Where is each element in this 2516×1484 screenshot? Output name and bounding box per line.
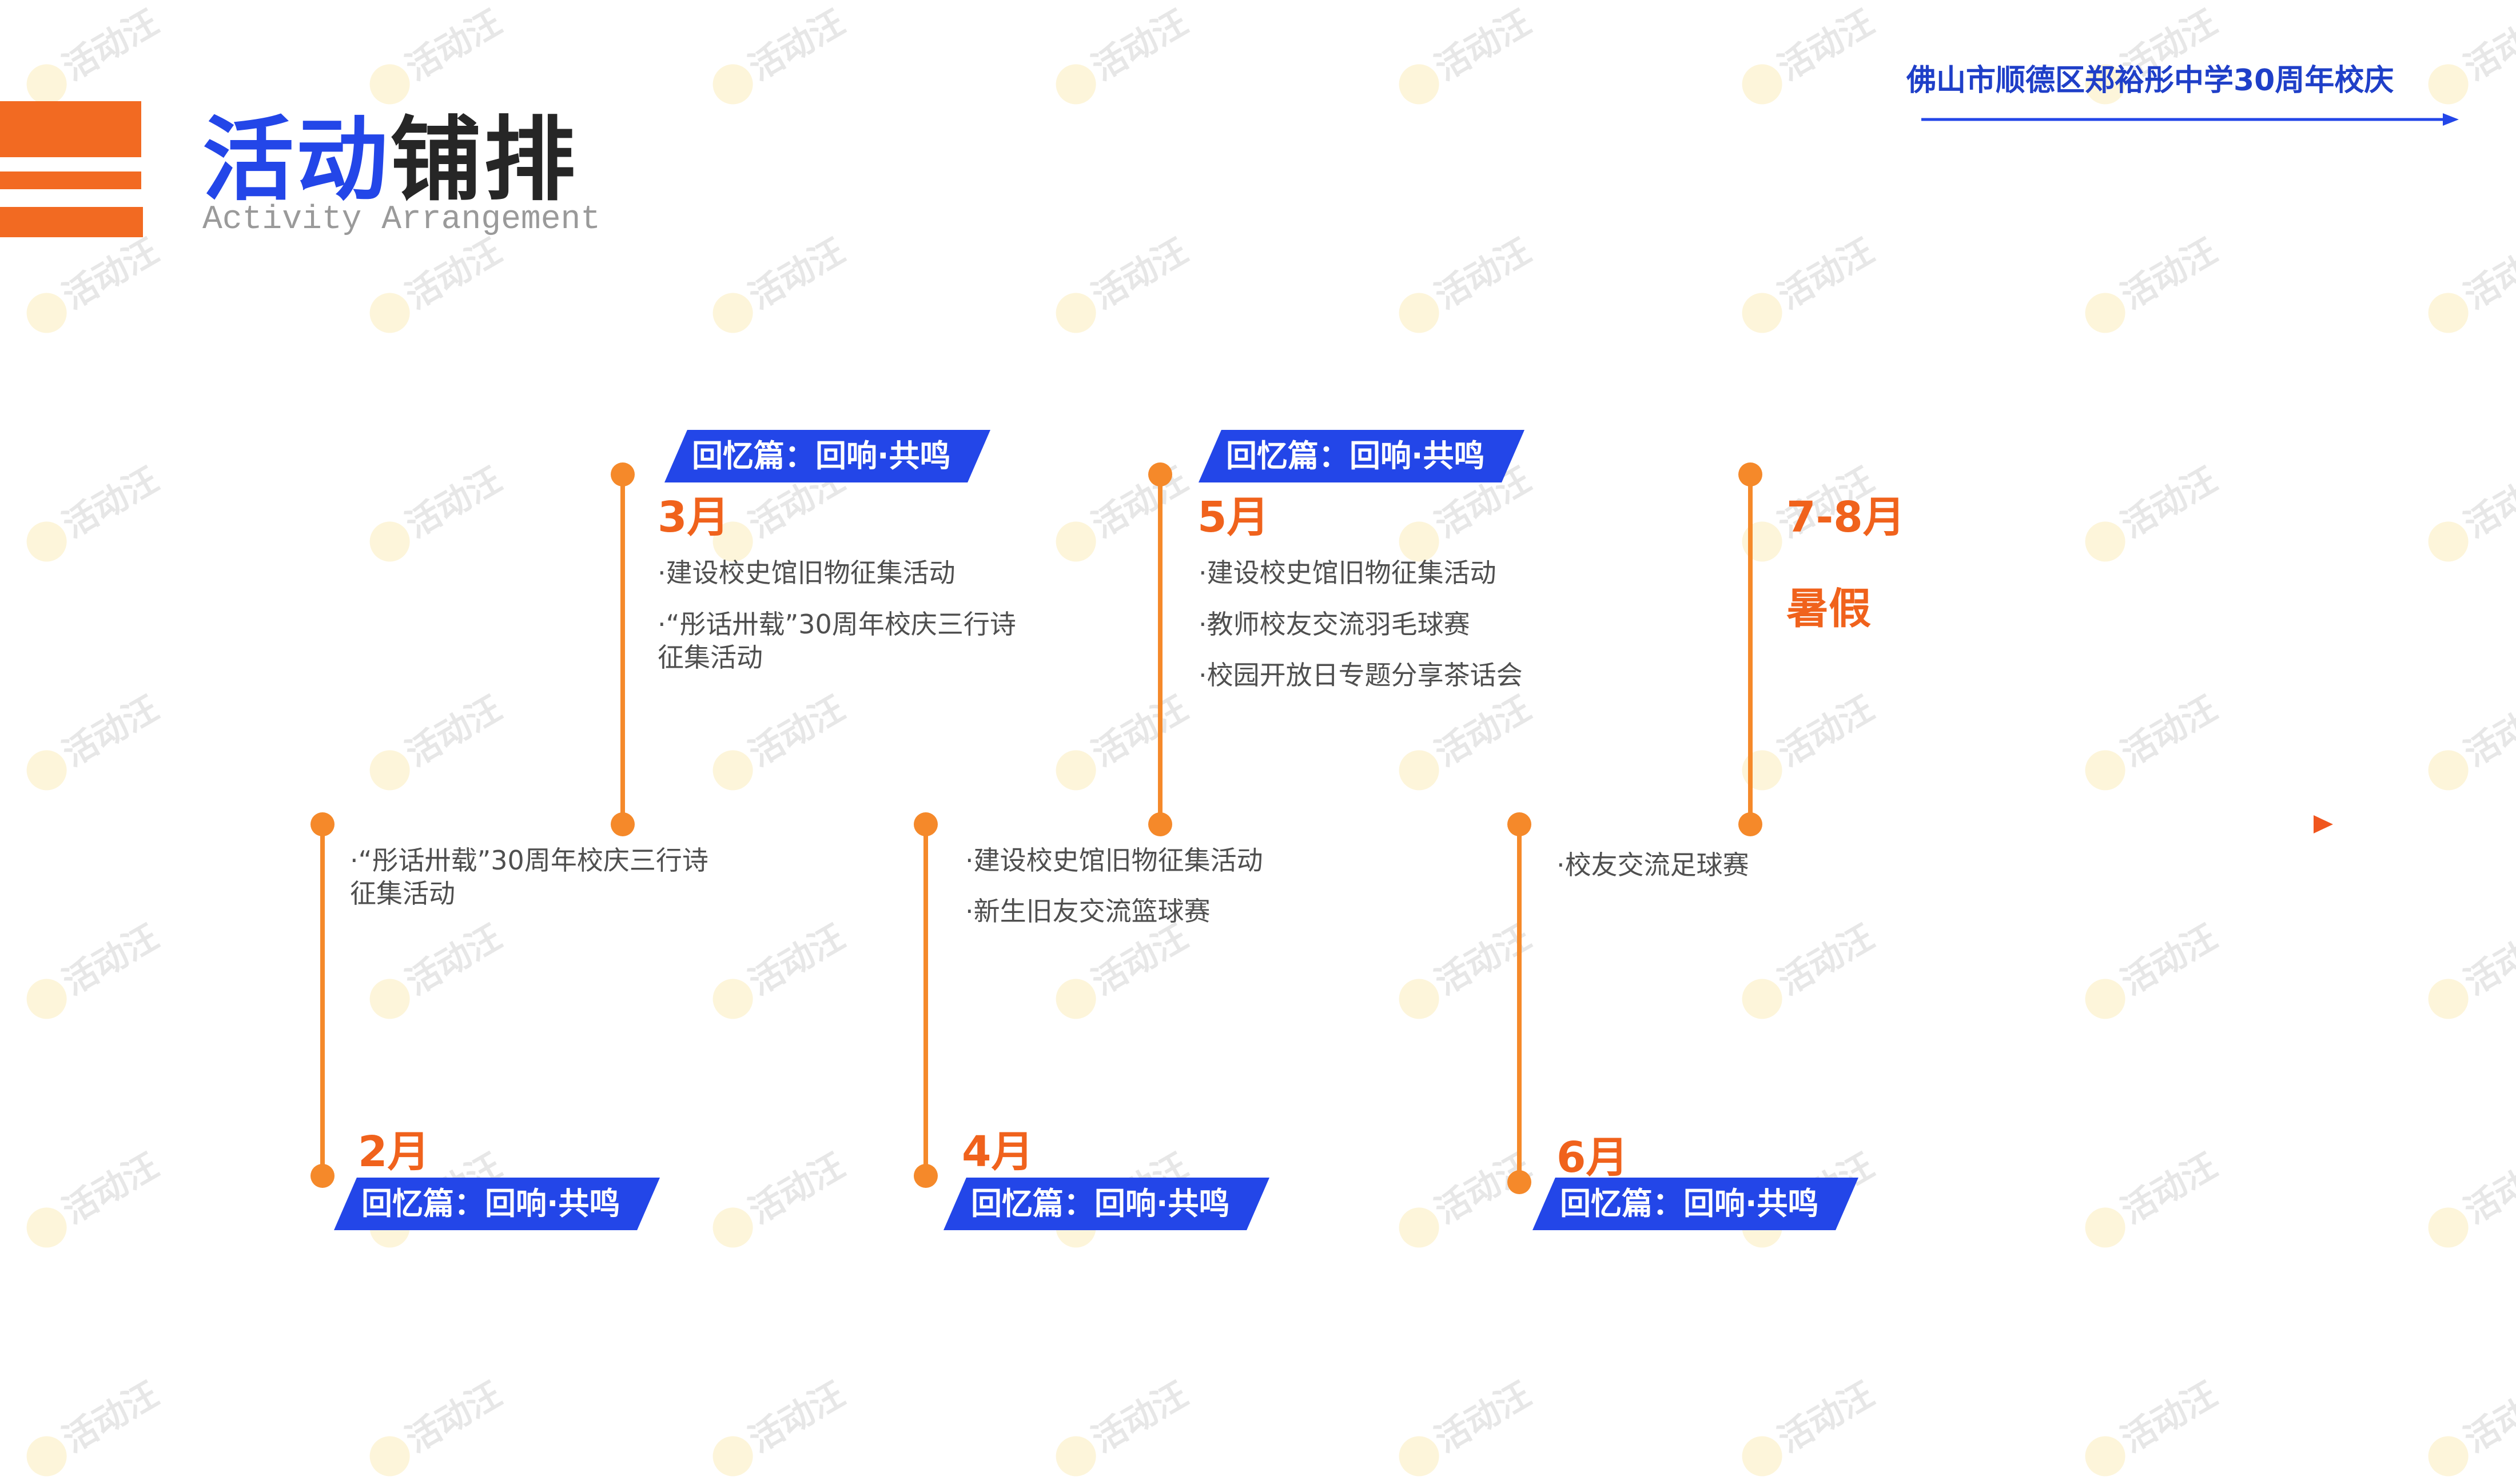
watermark: 活动汪 bbox=[2416, 0, 2516, 112]
watermark: 活动汪 bbox=[1730, 1367, 1881, 1484]
watermark: 活动汪 bbox=[357, 681, 509, 798]
connector-end-node bbox=[914, 1164, 938, 1188]
connector-6 bbox=[1517, 824, 1522, 1182]
watermark: 活动汪 bbox=[14, 1139, 166, 1255]
watermark: 活动汪 bbox=[700, 0, 852, 112]
watermark: 活动汪 bbox=[700, 1139, 852, 1255]
watermark: 活动汪 bbox=[14, 224, 166, 341]
watermark: 活动汪 bbox=[700, 224, 852, 341]
watermark: 活动汪 bbox=[1730, 0, 1881, 112]
watermark: 活动汪 bbox=[700, 910, 852, 1027]
month-label-7-8: 7-8月 bbox=[1786, 493, 1905, 542]
watermark: 活动汪 bbox=[1387, 0, 1538, 112]
watermark: 活动汪 bbox=[2416, 681, 2516, 798]
activity-item: 征集活动 bbox=[658, 642, 763, 673]
summer-break-label: 暑假 bbox=[1786, 584, 1871, 633]
page-title-highlight: 活动 bbox=[202, 106, 391, 213]
connector-4 bbox=[923, 824, 928, 1176]
watermark: 活动汪 bbox=[2416, 910, 2516, 1027]
watermark: 活动汪 bbox=[14, 1367, 166, 1484]
watermark: 活动汪 bbox=[1044, 1367, 1195, 1484]
activity-item: ·建设校史馆旧物征集活动 bbox=[1199, 557, 1496, 588]
watermark: 活动汪 bbox=[357, 453, 509, 569]
banner-4: 回忆篇：回响·共鸣 bbox=[943, 1178, 1269, 1230]
watermark: 活动汪 bbox=[2073, 681, 2224, 798]
month-label-5: 5月 bbox=[1197, 493, 1269, 542]
connector-3 bbox=[620, 474, 625, 824]
watermark: 活动汪 bbox=[14, 910, 166, 1027]
watermark: 活动汪 bbox=[1387, 681, 1538, 798]
activity-item: ·建设校史馆旧物征集活动 bbox=[658, 557, 956, 588]
school-name: 佛山市顺德区郑裕彤中学30周年校庆 bbox=[1906, 63, 2394, 98]
timeline-node bbox=[611, 812, 635, 836]
month-label-2: 2月 bbox=[358, 1127, 430, 1176]
watermark: 活动汪 bbox=[1730, 910, 1881, 1027]
watermark: 活动汪 bbox=[700, 1367, 852, 1484]
timeline-node bbox=[914, 812, 938, 836]
activity-item: ·校园开放日专题分享茶话会 bbox=[1199, 660, 1523, 691]
activity-item: ·教师校友交流羽毛球赛 bbox=[1199, 609, 1470, 640]
activity-item: ·“彤话卅载”30周年校庆三行诗 bbox=[658, 609, 1016, 640]
watermark: 活动汪 bbox=[1387, 1367, 1538, 1484]
month-label-6: 6月 bbox=[1556, 1133, 1629, 1182]
connector-7-8 bbox=[1748, 474, 1753, 824]
timeline-node bbox=[1507, 812, 1531, 836]
watermark: 活动汪 bbox=[357, 910, 509, 1027]
watermark: 活动汪 bbox=[1044, 453, 1195, 569]
watermark: 活动汪 bbox=[357, 1367, 509, 1484]
watermark: 活动汪 bbox=[1044, 0, 1195, 112]
header-arrow-icon bbox=[1921, 113, 2459, 126]
activity-item: ·“彤话卅载”30周年校庆三行诗 bbox=[350, 845, 708, 876]
page-title: 活动铺排 bbox=[202, 86, 578, 218]
banner-3: 回忆篇：回响·共鸣 bbox=[664, 430, 990, 482]
header-accent-bar bbox=[0, 171, 141, 189]
connector-end-node bbox=[1148, 462, 1172, 486]
watermark: 活动汪 bbox=[14, 681, 166, 798]
watermark: 活动汪 bbox=[1730, 224, 1881, 341]
watermark: 活动汪 bbox=[14, 453, 166, 569]
banner-5: 回忆篇：回响·共鸣 bbox=[1199, 430, 1524, 482]
timeline-axis bbox=[99, 815, 2333, 833]
watermark: 活动汪 bbox=[700, 681, 852, 798]
timeline-node bbox=[1738, 812, 1762, 836]
page-title-rest: 铺排 bbox=[390, 106, 578, 213]
watermark: 活动汪 bbox=[14, 0, 166, 112]
connector-end-node bbox=[1507, 1170, 1531, 1194]
watermark: 活动汪 bbox=[2416, 1139, 2516, 1255]
month-label-4: 4月 bbox=[962, 1127, 1034, 1176]
timeline-arrowhead-icon bbox=[2314, 815, 2333, 833]
watermark: 活动汪 bbox=[1387, 1139, 1538, 1255]
watermark: 活动汪 bbox=[2416, 1367, 2516, 1484]
watermark: 活动汪 bbox=[2416, 453, 2516, 569]
timeline-node bbox=[1148, 812, 1172, 836]
connector-end-node bbox=[310, 1164, 335, 1188]
activity-item: 征集活动 bbox=[350, 878, 455, 909]
watermark: 活动汪 bbox=[2416, 224, 2516, 341]
page-subtitle: Activity Arrangement bbox=[202, 201, 601, 238]
watermark: 活动汪 bbox=[1387, 224, 1538, 341]
header-accent-bar bbox=[0, 207, 143, 237]
watermark: 活动汪 bbox=[1044, 224, 1195, 341]
watermark: 活动汪 bbox=[2073, 453, 2224, 569]
watermark: 活动汪 bbox=[2073, 1367, 2224, 1484]
watermark: 活动汪 bbox=[2073, 910, 2224, 1027]
watermark: 活动汪 bbox=[1387, 910, 1538, 1027]
watermark: 活动汪 bbox=[2073, 1139, 2224, 1255]
watermark: 活动汪 bbox=[1044, 681, 1195, 798]
month-label-3: 3月 bbox=[658, 493, 730, 542]
activity-item: ·校友交流足球赛 bbox=[1556, 849, 1749, 880]
connector-2 bbox=[320, 824, 325, 1176]
connector-end-node bbox=[611, 462, 635, 486]
activity-item: ·建设校史馆旧物征集活动 bbox=[965, 845, 1263, 876]
connector-5 bbox=[1158, 474, 1163, 824]
banner-2: 回忆篇：回响·共鸣 bbox=[334, 1178, 660, 1230]
timeline-node bbox=[310, 812, 335, 836]
header-accent-bar bbox=[0, 101, 141, 157]
watermark: 活动汪 bbox=[2073, 224, 2224, 341]
watermark: 活动汪 bbox=[357, 224, 509, 341]
connector-end-node bbox=[1738, 462, 1762, 486]
banner-6: 回忆篇：回响·共鸣 bbox=[1532, 1178, 1858, 1230]
activity-item: ·新生旧友交流篮球赛 bbox=[965, 896, 1211, 927]
watermark: 活动汪 bbox=[1730, 681, 1881, 798]
